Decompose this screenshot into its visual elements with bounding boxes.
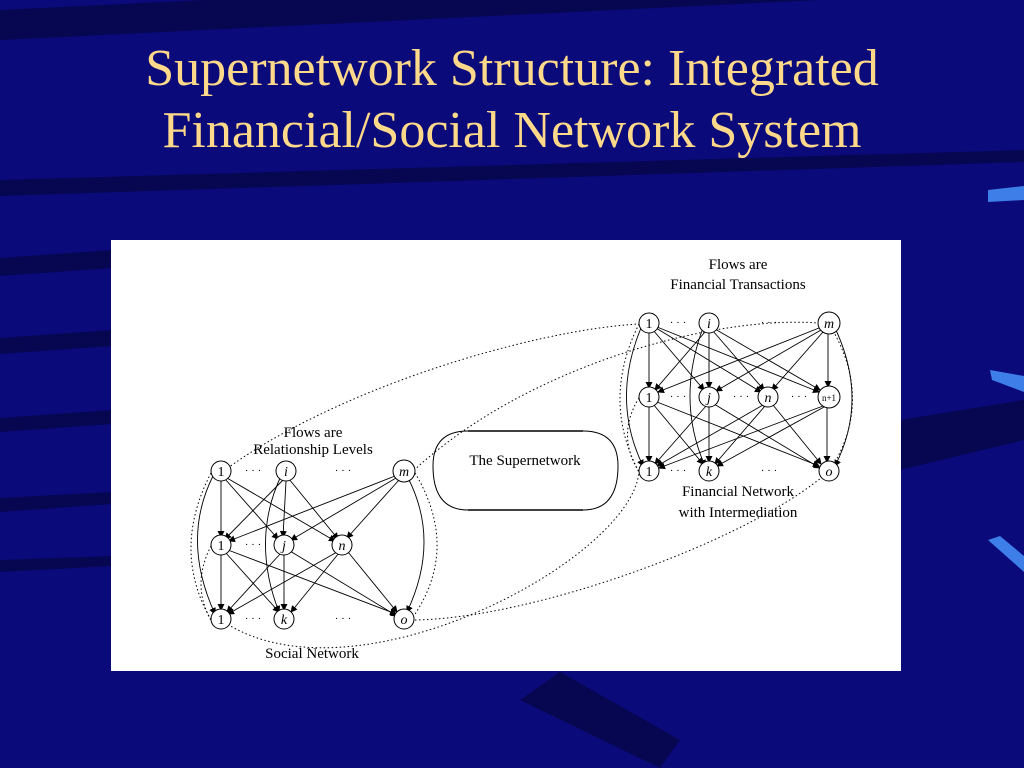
social-node-top-i: i xyxy=(284,465,288,480)
ellipsis: · · · xyxy=(335,465,352,477)
financial-caption-line-1: Financial Network xyxy=(682,484,795,500)
ellipsis: · · · xyxy=(670,465,687,477)
financial-node-bot-o: o xyxy=(826,465,833,480)
social-bottom-row: 1 · · · k · · · o xyxy=(210,608,415,630)
supernetwork-diagram: The Supernetwork Flows are Relationship … xyxy=(190,257,853,662)
ellipsis: · · · xyxy=(245,539,262,551)
financial-node-mid-n: n xyxy=(765,391,772,406)
financial-bottom-row: 1 · · · k · · · o xyxy=(638,460,840,482)
slide-title-line-2: Financial/Social Network System xyxy=(162,102,862,159)
ellipsis: · · · xyxy=(245,613,262,625)
social-header-line-2: Relationship Levels xyxy=(253,442,373,458)
financial-node-bot-k: k xyxy=(706,465,713,480)
ellipsis: · · · xyxy=(670,317,687,329)
ellipsis: · · · xyxy=(670,391,687,403)
accent-stripe xyxy=(988,186,1024,202)
financial-node-bot-1: 1 xyxy=(646,465,653,480)
social-node-bot-o: o xyxy=(401,613,408,628)
social-node-bot-k: k xyxy=(281,613,288,628)
slide-title-line-1: Supernetwork Structure: Integrated xyxy=(145,40,879,97)
financial-node-mid-n-plus-1: n+1 xyxy=(822,393,836,403)
slide-title: Supernetwork Structure: Integrated Finan… xyxy=(0,38,1024,162)
financial-node-top-1: 1 xyxy=(646,317,653,332)
financial-caption-line-2: with Intermediation xyxy=(679,505,798,521)
supernetwork-label: The Supernetwork xyxy=(469,453,581,469)
ellipsis: · · · xyxy=(761,317,778,329)
social-top-row: 1 · · · i · · · m xyxy=(210,459,416,483)
ellipsis: · · · xyxy=(245,465,262,477)
social-middle-row: 1 · · · j n xyxy=(210,534,353,556)
financial-node-top-i: i xyxy=(707,317,711,332)
social-caption: Social Network xyxy=(265,646,359,662)
social-node-mid-j: j xyxy=(280,539,286,554)
social-node-mid-1: 1 xyxy=(218,539,225,554)
social-node-top-m: m xyxy=(399,465,409,480)
financial-node-mid-j: j xyxy=(705,391,711,406)
financial-node-mid-1: 1 xyxy=(646,391,653,406)
financial-node-top-m: m xyxy=(824,317,834,332)
financial-middle-row: 1 · · · j · · · n · · · n+1 xyxy=(638,385,841,409)
financial-top-row: 1 · · · i · · · m xyxy=(638,311,841,335)
ellipsis: · · · xyxy=(335,613,352,625)
social-node-mid-n: n xyxy=(339,539,346,554)
ellipsis: · · · xyxy=(733,391,750,403)
social-node-bot-1: 1 xyxy=(218,613,225,628)
diagram-panel: The Supernetwork Flows are Relationship … xyxy=(111,240,901,671)
social-network: Flows are Relationship Levels xyxy=(190,425,438,662)
financial-network: Flows are Financial Transactions xyxy=(619,257,853,521)
social-header-line-1: Flows are xyxy=(284,425,343,441)
financial-header-line-2: Financial Transactions xyxy=(670,277,806,293)
ellipsis: · · · xyxy=(761,465,778,477)
financial-header-line-1: Flows are xyxy=(709,257,768,273)
dotted-connectors xyxy=(220,321,829,649)
ellipsis: · · · xyxy=(791,391,808,403)
social-node-top-1: 1 xyxy=(218,465,225,480)
supernetwork-box: The Supernetwork xyxy=(432,430,619,511)
